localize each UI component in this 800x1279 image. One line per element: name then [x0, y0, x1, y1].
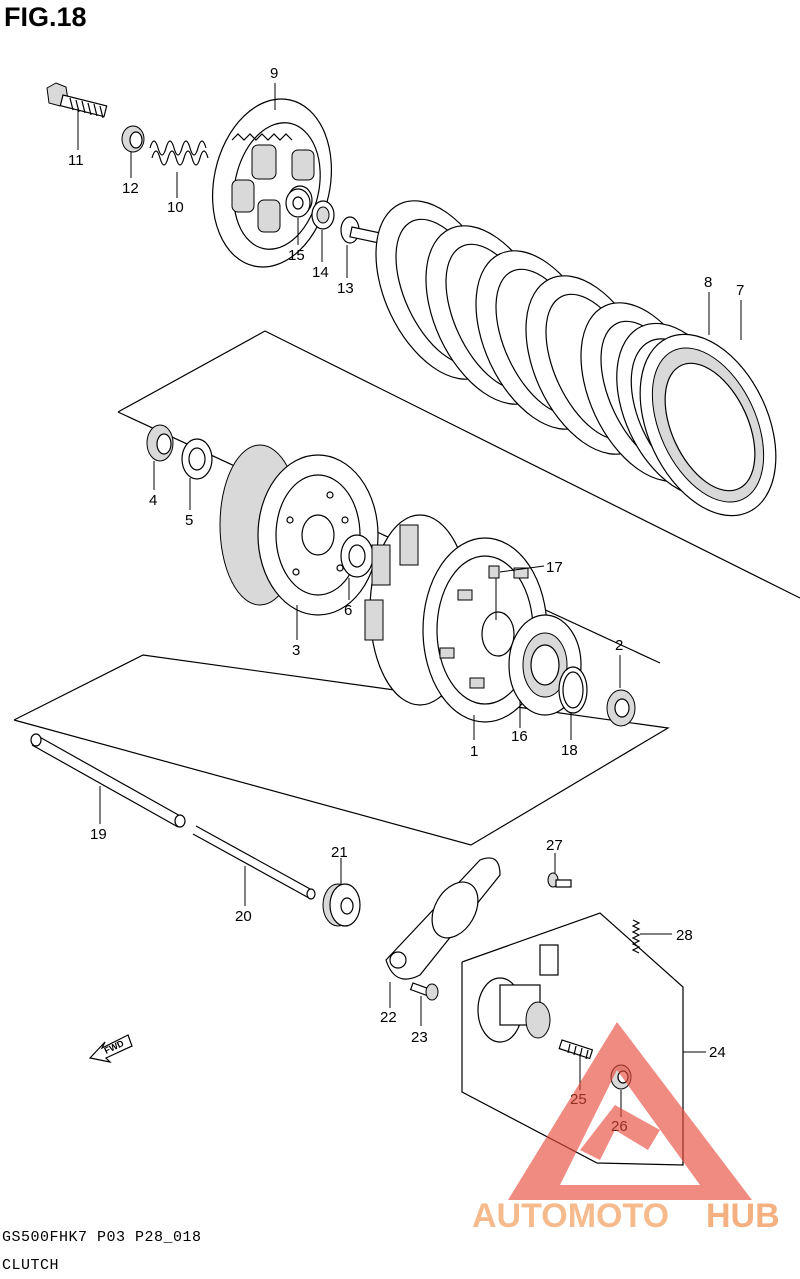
- callout-7: 7: [736, 282, 744, 299]
- part-22-gasket: [385, 857, 501, 980]
- callout-3: 3: [292, 642, 300, 659]
- model-code: GS500FHK7 P03 P28_018: [2, 1229, 202, 1246]
- callout-15: 15: [288, 247, 305, 264]
- part-28-spring: [631, 919, 641, 954]
- part-25-bolt: [558, 1039, 594, 1060]
- callout-28: 28: [676, 927, 693, 944]
- callout-6: 6: [344, 602, 352, 619]
- automotohub-watermark-logo: AUTOMOTO HUB: [472, 1022, 780, 1235]
- leader-lines: [77, 83, 742, 1117]
- section-name: CLUTCH: [2, 1257, 60, 1274]
- part-27-bolt: [547, 872, 572, 888]
- callout-4: 4: [149, 492, 157, 509]
- part-14-bearing: [311, 200, 335, 230]
- part-7-drive-plate: [639, 333, 777, 517]
- part-2-washer: [606, 689, 636, 727]
- callout-12: 12: [122, 180, 139, 197]
- callout-20: 20: [235, 908, 252, 925]
- forward-direction-arrow-icon: FWD: [88, 1034, 133, 1063]
- callout-2: 2: [615, 637, 623, 654]
- watermark-text-automoto: AUTOMOTO: [472, 1197, 669, 1235]
- part-18-circlip: [558, 666, 588, 714]
- part-6-thrust-washer: [340, 534, 374, 578]
- clutch-housing-group-outline: [13, 654, 670, 846]
- part-24-release-cylinder: [477, 944, 559, 1043]
- part-20-push-rod: [192, 825, 316, 900]
- part-5-lock-washer: [181, 438, 213, 480]
- watermark-text-hub: HUB: [706, 1197, 780, 1235]
- part-21-oil-seal: [322, 883, 361, 927]
- callout-13: 13: [337, 280, 354, 297]
- watermark-triangle-icon: [508, 1022, 752, 1200]
- part-4-nut: [146, 424, 174, 462]
- part-10-spring: [149, 140, 209, 166]
- part-11-bolt: [46, 82, 108, 119]
- clutch-plate-group-outline: [117, 330, 800, 599]
- part-3-sleeve-hub: [219, 444, 379, 616]
- part-12-retainer: [121, 125, 145, 153]
- callout-11: 11: [68, 152, 84, 169]
- callout-19: 19: [90, 826, 107, 843]
- callout-24: 24: [709, 1044, 726, 1061]
- callout-18: 18: [561, 742, 578, 759]
- callout-10: 10: [167, 199, 184, 216]
- callout-16: 16: [511, 728, 528, 745]
- part-17-spacer: [488, 565, 500, 579]
- part-9-pressure-plate: [211, 98, 333, 268]
- part-23-bolt: [409, 982, 439, 1001]
- release-cylinder-group-outline: [461, 912, 684, 1166]
- callout-5: 5: [185, 512, 193, 529]
- callout-1: 1: [470, 743, 478, 760]
- callout-14: 14: [312, 264, 329, 281]
- callout-23: 23: [411, 1029, 428, 1046]
- callout-22: 22: [380, 1009, 397, 1026]
- part-15-washer: [285, 188, 311, 218]
- callout-27: 27: [546, 837, 563, 854]
- callout-labels: 1 2 3 4 5 6 7 8 9 10 11 12 13 14 15 16 1…: [68, 65, 744, 1135]
- callout-9: 9: [270, 65, 278, 82]
- callout-17: 17: [546, 559, 563, 576]
- part-19-push-rod: [30, 733, 186, 828]
- callout-21: 21: [331, 844, 348, 861]
- callout-8: 8: [704, 274, 712, 291]
- figure-title: FIG.18: [4, 2, 87, 32]
